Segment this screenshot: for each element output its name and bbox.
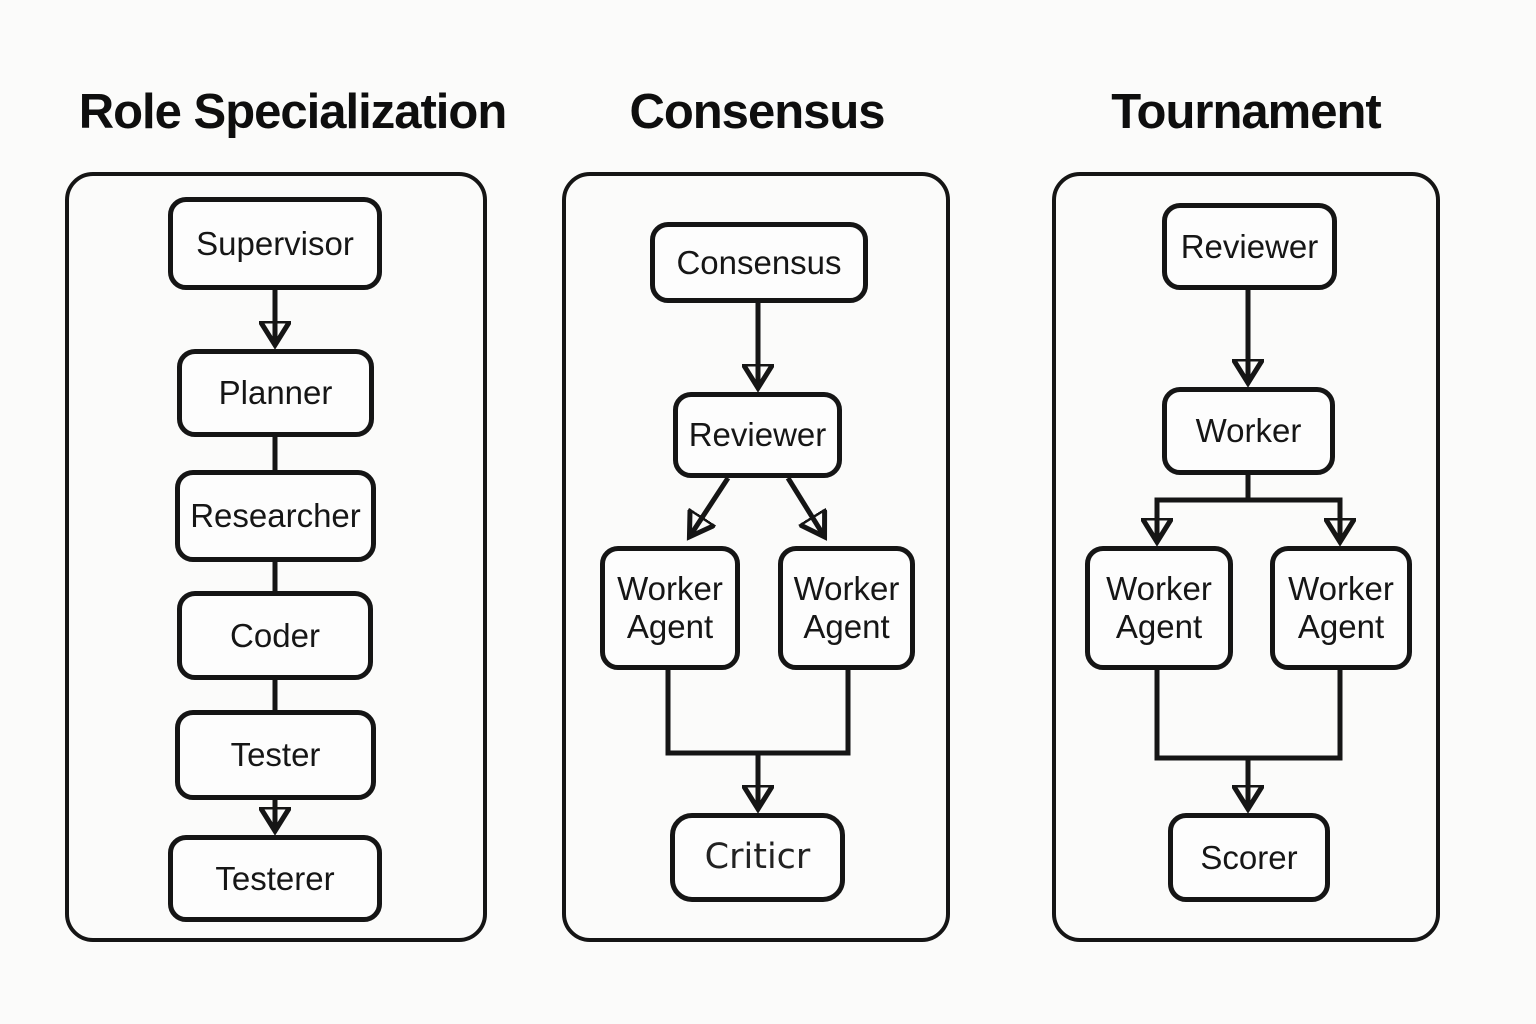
edge-wagents-merge-3 <box>1154 670 1343 761</box>
node-tester: Tester <box>175 710 376 800</box>
edge-wagents-merge <box>665 670 851 756</box>
node-criticr: Criticr <box>670 813 845 902</box>
panel-consensus <box>562 172 950 942</box>
node-researcher: Researcher <box>175 470 376 562</box>
edge-reviewer-wagent-right <box>785 476 824 536</box>
edge-worker-branch <box>1154 475 1343 503</box>
node-testerer: Testerer <box>168 835 382 922</box>
node-consensus: Consensus <box>650 222 868 303</box>
node-reviewer-tournament: Reviewer <box>1162 203 1337 290</box>
node-scorer: Scorer <box>1168 813 1330 902</box>
panel-title-consensus: Consensus <box>629 85 885 139</box>
panel-title-role-specialization: Role Specialization <box>78 85 508 139</box>
node-coder: Coder <box>177 591 373 680</box>
node-reviewer-consensus: Reviewer <box>673 392 842 478</box>
node-worker-agent-consensus-right: Worker Agent <box>778 546 915 670</box>
panel-tournament <box>1052 172 1440 942</box>
edge-reviewer-wagent-left <box>690 476 731 536</box>
node-worker-agent-tournament-left: Worker Agent <box>1085 546 1233 670</box>
node-worker-agent-tournament-right: Worker Agent <box>1270 546 1412 670</box>
node-worker: Worker <box>1162 387 1335 475</box>
node-worker-agent-consensus-left: Worker Agent <box>600 546 740 670</box>
node-planner: Planner <box>177 349 374 437</box>
panel-role-specialization <box>65 172 487 942</box>
node-supervisor: Supervisor <box>168 197 382 290</box>
panel-title-tournament: Tournament <box>1111 85 1381 139</box>
